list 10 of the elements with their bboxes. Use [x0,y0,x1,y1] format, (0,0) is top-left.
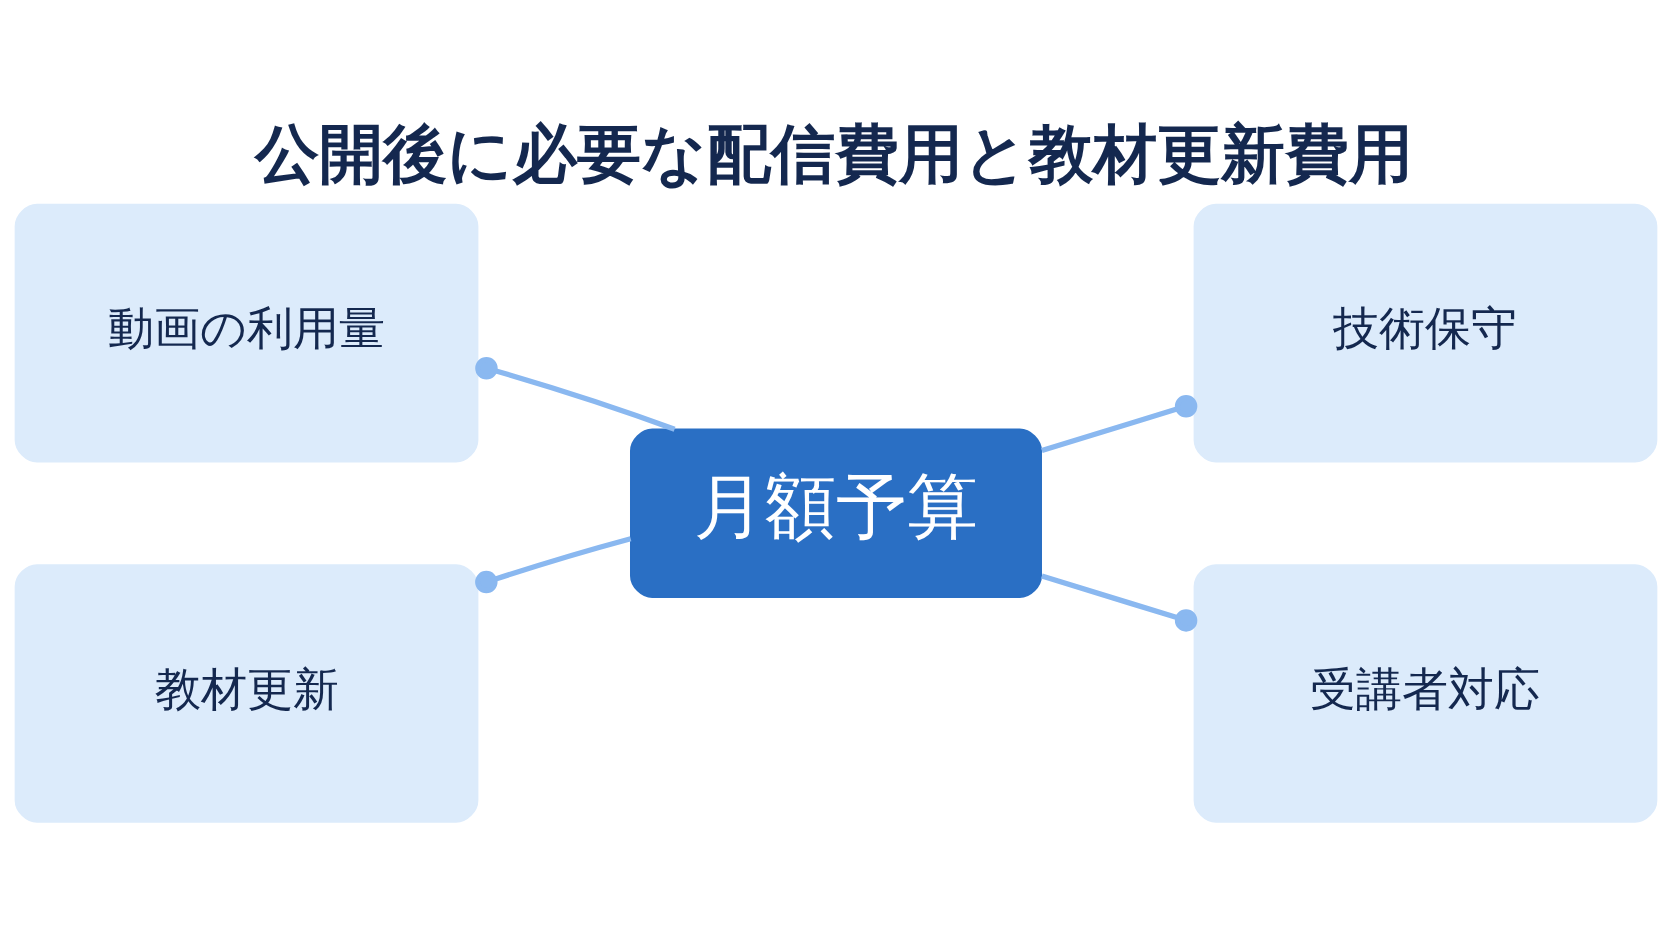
connector [475,356,676,432]
diagram-title: 公開後に必要な配信費用と教材更新費用 [255,115,1414,191]
node-box: 動画の利用量 [14,203,479,463]
node-box: 教材更新 [14,564,479,823]
connector [475,536,632,594]
node-box: 受講者対応 [1193,564,1658,823]
connector [1041,395,1198,454]
connector [1041,573,1198,632]
node-box: 月額予算 [630,428,1042,598]
node-box: 技術保守 [1193,203,1658,463]
